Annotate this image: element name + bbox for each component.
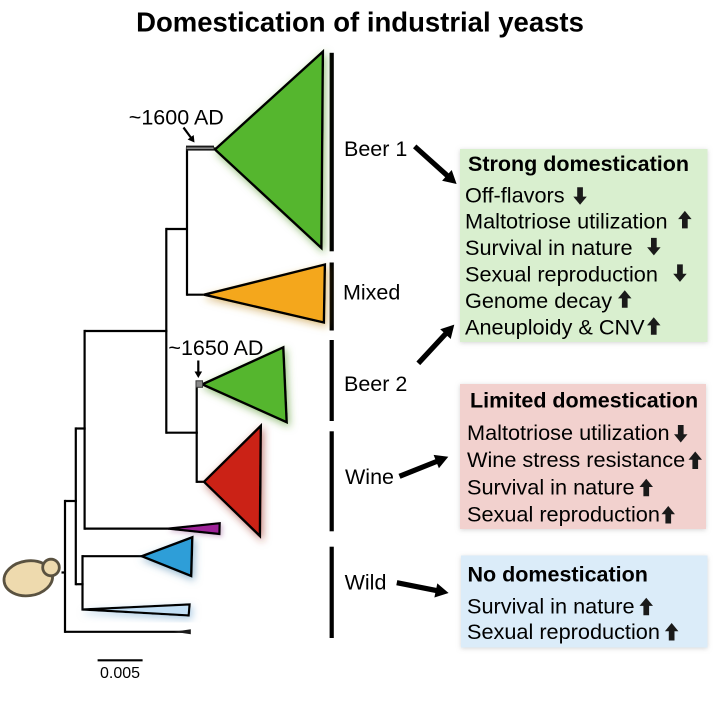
svg-text:Genome decay: Genome decay [465, 288, 612, 313]
svg-text:Wine: Wine [345, 465, 394, 489]
svg-text:Sexual reproduction: Sexual reproduction [467, 501, 660, 526]
svg-text:Beer 2: Beer 2 [344, 372, 407, 396]
svg-text:Survival in nature: Survival in nature [467, 594, 635, 619]
svg-text:~1650 AD: ~1650 AD [168, 336, 263, 360]
svg-text:Sexual reproduction: Sexual reproduction [465, 262, 658, 287]
svg-text:Survival in nature: Survival in nature [465, 235, 633, 260]
svg-text:Sexual reproduction: Sexual reproduction [467, 619, 660, 644]
svg-text:Wine stress resistance: Wine stress resistance [467, 447, 685, 472]
svg-text:~1600 AD: ~1600 AD [129, 106, 224, 130]
svg-text:Limited domestication: Limited domestication [470, 389, 698, 413]
svg-text:Maltotriose utilization: Maltotriose utilization [467, 420, 670, 445]
svg-text:Domestication of industrial ye: Domestication of industrial yeasts [136, 7, 584, 38]
svg-text:Maltotriose utilization: Maltotriose utilization [465, 209, 668, 234]
svg-text:Beer 1: Beer 1 [344, 137, 407, 161]
svg-text:No domestication: No domestication [468, 563, 648, 587]
svg-text:Strong domestication: Strong domestication [468, 152, 689, 176]
svg-text:Off-flavors: Off-flavors [465, 182, 565, 207]
svg-text:Aneuploidy & CNV: Aneuploidy & CNV [465, 314, 645, 339]
svg-text:Mixed: Mixed [343, 280, 400, 304]
svg-text:0.005: 0.005 [100, 665, 140, 682]
svg-text:Survival in nature: Survival in nature [467, 474, 635, 499]
svg-text:Wild: Wild [345, 571, 387, 595]
